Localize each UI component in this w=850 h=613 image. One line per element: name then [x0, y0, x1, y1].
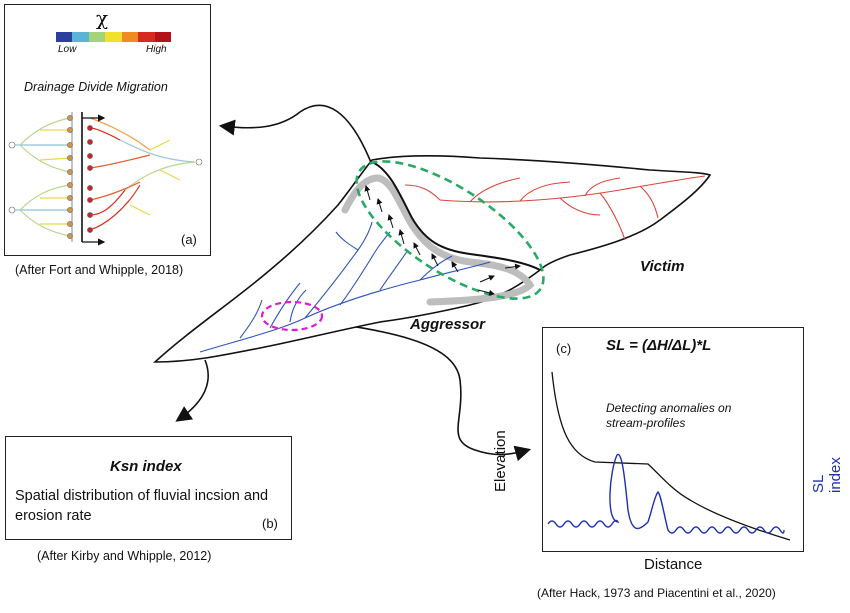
old-divide-band — [341, 174, 535, 306]
elevation-axis-label: Elevation — [492, 430, 509, 492]
victim-label: Victim — [640, 258, 685, 275]
legend-high-label: High — [146, 44, 167, 55]
sl-formula: SL = (ΔH/ΔL)*L — [606, 337, 712, 354]
aggressor-label: Aggressor — [410, 316, 486, 333]
connector-arrow-to-panel-b — [175, 359, 209, 422]
panel-c-note: Detecting anomalies on stream-profiles — [606, 401, 732, 430]
panel-a-caption: (After Fort and Whipple, 2018) — [15, 263, 184, 277]
legend-swatch-3 — [105, 32, 122, 42]
panel-a-nodes — [8, 115, 203, 239]
panel-c-box — [542, 327, 804, 552]
legend-swatch-1 — [72, 32, 89, 42]
sl-index-axis-label: SL index — [810, 457, 844, 493]
connector-arrow-to-panel-a — [218, 104, 373, 166]
panel-b-letter: (b) — [262, 516, 278, 531]
legend-low-label: Low — [58, 44, 77, 55]
panel-b-text: Spatial distribution of fluvial incsion … — [15, 488, 269, 524]
sl-index-line — [547, 453, 785, 534]
panel-a-box — [4, 4, 211, 256]
connector-arrow-to-panel-c — [309, 319, 532, 462]
panel-c-letter: (c) — [556, 341, 572, 356]
panel-a-title: Drainage Divide Migration — [24, 80, 168, 94]
legend-swatch-4 — [121, 32, 139, 42]
chi-symbol: χ — [96, 6, 109, 30]
current-divide-line — [371, 161, 541, 271]
panel-b-caption: (After Kirby and Whipple, 2012) — [37, 549, 212, 563]
divide-migration-ellipse — [355, 160, 545, 300]
panel-c-caption: (After Hack, 1973 and Piacentini et al.,… — [537, 586, 776, 600]
legend-swatch-6 — [154, 32, 171, 42]
panel-b-box — [5, 436, 292, 540]
elevation-profile-line — [551, 371, 791, 541]
chi-color-legend — [56, 32, 171, 42]
legend-swatch-2 — [88, 32, 106, 42]
ksn-highlight-ellipse — [260, 300, 324, 332]
panel-a-network — [14, 112, 196, 246]
panel-b-title: Ksn index — [110, 458, 182, 475]
legend-swatch-5 — [138, 32, 155, 42]
legend-swatch-0 — [56, 32, 73, 42]
panel-a-letter: (a) — [181, 232, 197, 247]
victim-streams — [404, 175, 706, 241]
divide-migration-arrows — [364, 185, 521, 296]
aggressor-streams — [199, 221, 491, 353]
distance-axis-label: Distance — [644, 556, 703, 573]
